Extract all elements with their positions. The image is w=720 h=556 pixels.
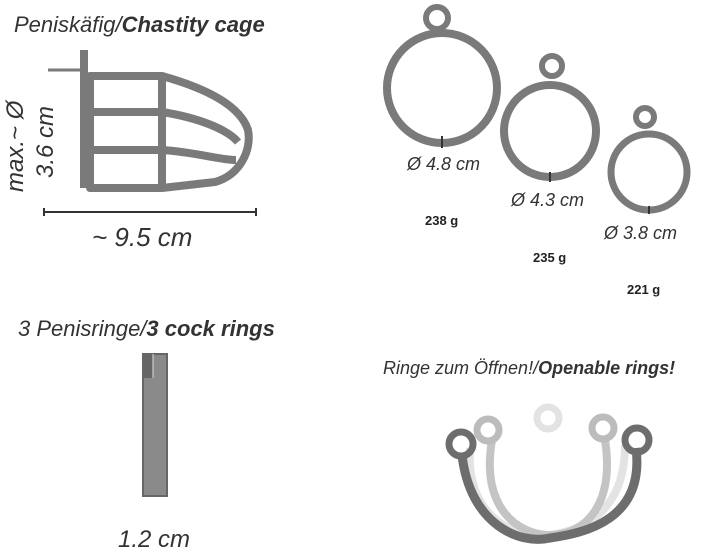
ring-large — [383, 4, 501, 148]
cage-illustration — [48, 50, 253, 192]
openable-title-en: Openable rings! — [538, 358, 676, 378]
cage-length: ~ 9.5 cm — [92, 222, 193, 252]
ring-medium — [500, 53, 600, 182]
ring-small — [607, 105, 691, 214]
ring-medium-weight: 235 g — [533, 250, 567, 265]
ring-small-diameter: Ø 3.8 cm — [604, 223, 678, 243]
openable-title-de: Ringe zum Öffnen!/ — [383, 358, 539, 378]
ring-medium-diameter: Ø 4.3 cm — [511, 190, 585, 210]
openable-title: Ringe zum Öffnen!/Openable rings! — [383, 358, 675, 379]
cage-height-prefix: max.~ Ø — [2, 100, 29, 192]
cage-title-en: Chastity cage — [121, 12, 265, 37]
ring-large-diameter: Ø 4.8 cm — [407, 154, 481, 174]
rings-title-en: 3 cock rings — [146, 316, 275, 341]
length-dimension-line — [43, 208, 257, 216]
cage-title: Peniskäfig/Chastity cage — [14, 12, 265, 38]
openable-rings-illustration — [445, 403, 653, 544]
rings-title: 3 Penisringe/3 cock rings — [18, 316, 275, 342]
rings-title-de: 3 Penisringe/ — [18, 316, 147, 341]
ring-thickness-bar — [142, 353, 168, 497]
cage-title-de: Peniskäfig/ — [14, 12, 122, 37]
cage-height-value: 3.6 cm — [32, 105, 59, 178]
ring-thickness: 1.2 cm — [118, 526, 191, 553]
ring-small-weight: 221 g — [627, 282, 661, 297]
ring-large-weight: 238 g — [425, 213, 459, 228]
